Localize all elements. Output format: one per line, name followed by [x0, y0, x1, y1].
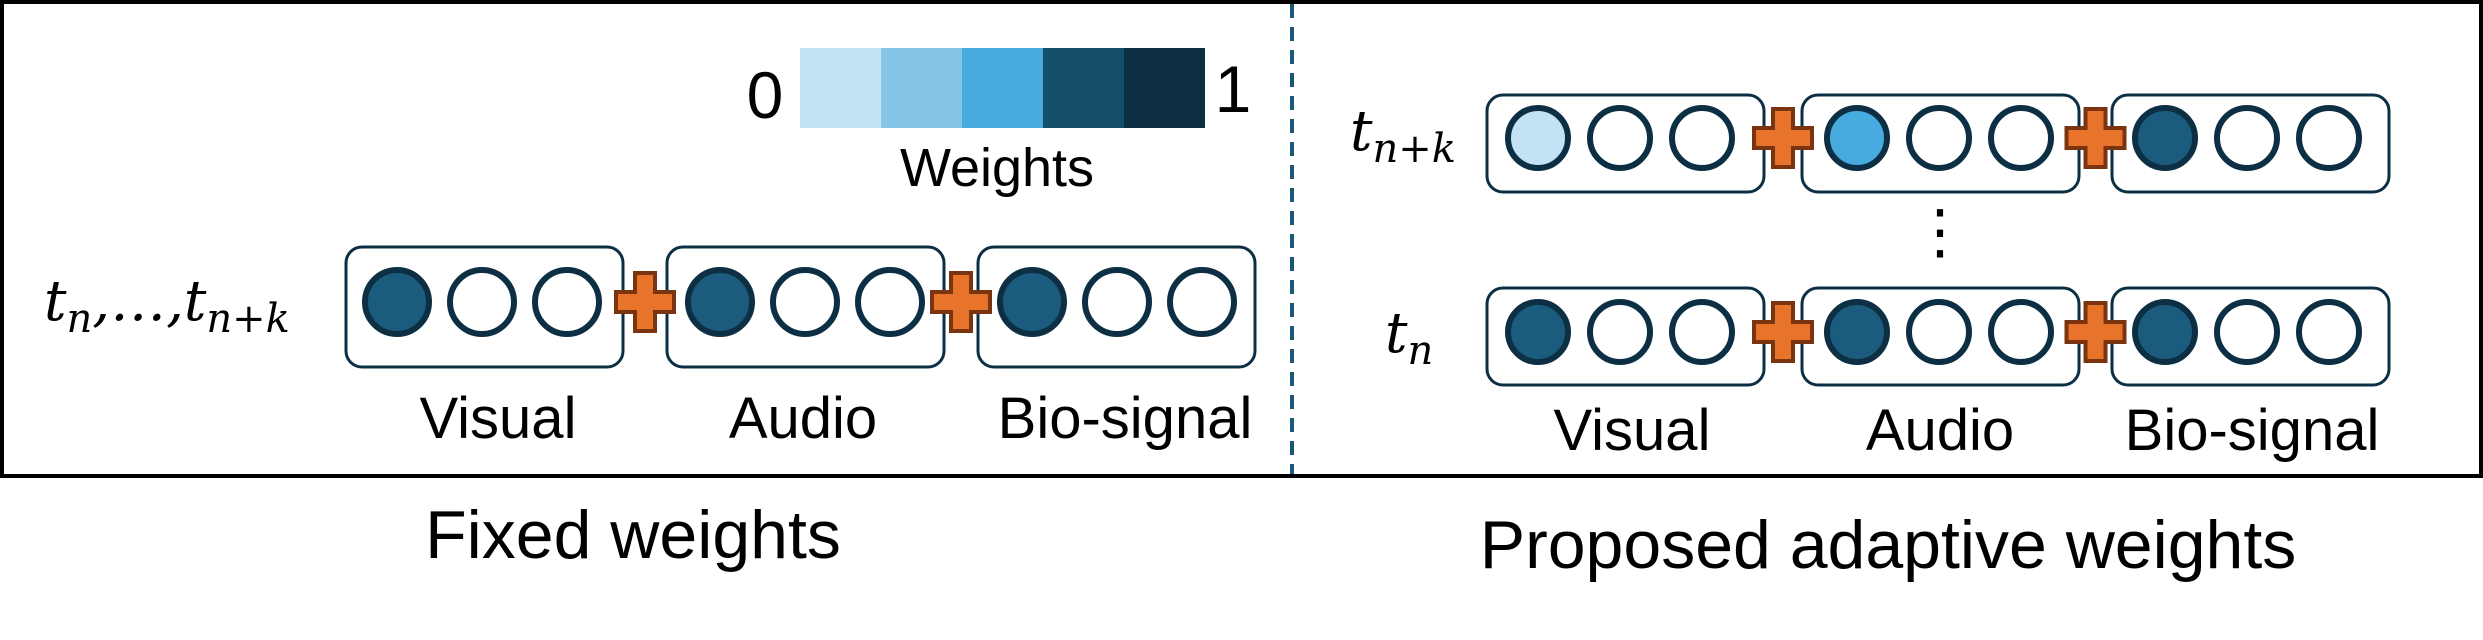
right-panel: tn+k tn ⋮ Visual Audio Bio-signal: [1350, 93, 2391, 463]
right-bottom-box-1-circle-1: [1906, 299, 1972, 365]
legend-colorbar: [800, 48, 1205, 128]
right-bottom-box-0-circle-2: [1669, 299, 1735, 365]
legend-swatch-4: [1124, 48, 1205, 128]
legend-title: Weights: [900, 138, 1094, 198]
legend-min-label: 0: [747, 58, 784, 132]
right-top-box-2-circle-2: [2296, 105, 2362, 171]
right-bottom-time-sub: n: [1408, 328, 1434, 374]
right-bottom-box-1-circle-2: [1988, 299, 2054, 365]
right-top-box-2-circle-1: [2214, 105, 2280, 171]
right-top-box-0-circle-0: [1505, 105, 1571, 171]
left-time-sub2: n+k: [206, 296, 290, 342]
left-box-0-circle-2: [532, 267, 602, 337]
right-modality-biosignal: Bio-signal: [2125, 398, 2380, 463]
right-bottom-fusion-row: [1485, 286, 2391, 387]
right-top-box-1-circle-2: [1988, 105, 2054, 171]
weights-legend: 0 1 Weights: [747, 48, 1252, 198]
right-top-time-main: t: [1350, 99, 1373, 164]
legend-swatch-3: [1043, 48, 1124, 128]
right-bottom-box-2-circle-2: [2296, 299, 2362, 365]
right-top-plus-0: [1752, 107, 1814, 169]
left-time-label: tn,…,tn+k: [44, 269, 290, 342]
right-bottom-box-2-circle-0: [2132, 299, 2198, 365]
right-bottom-plus-0: [1752, 301, 1814, 363]
left-box-1-circle-0: [685, 267, 755, 337]
vertical-ellipsis: ⋮: [1910, 198, 1970, 265]
left-box-1-circle-2: [855, 267, 925, 337]
right-top-box-0-circle-1: [1587, 105, 1653, 171]
right-bottom-time-label: tn: [1385, 301, 1433, 374]
left-box-2-circle-1: [1082, 267, 1152, 337]
right-top-time-sub: n+k: [1373, 126, 1457, 172]
left-time-main: t: [44, 269, 67, 334]
right-bottom-box-2-circle-1: [2214, 299, 2280, 365]
right-caption: Proposed adaptive weights: [1480, 507, 2297, 583]
left-caption: Fixed weights: [425, 497, 841, 573]
legend-swatch-2: [962, 48, 1043, 128]
left-panel: tn,…,tn+k Visual Audio Bio-signal: [44, 245, 1257, 451]
legend-max-label: 1: [1215, 52, 1252, 126]
right-bottom-time-main: t: [1385, 301, 1408, 366]
legend-swatch-1: [881, 48, 962, 128]
right-bottom-box-0-circle-1: [1587, 299, 1653, 365]
right-modality-visual: Visual: [1554, 398, 1711, 463]
right-top-time-label: tn+k: [1350, 99, 1456, 172]
right-top-fusion-row: [1485, 93, 2391, 194]
right-bottom-box-0-circle-0: [1505, 299, 1571, 365]
outer-frame: [0, 0, 2483, 478]
left-plus-1: [930, 271, 992, 333]
left-time-sep: ,…,: [92, 269, 184, 334]
left-time-sub1: n: [67, 296, 93, 342]
left-modality-biosignal: Bio-signal: [998, 386, 1253, 451]
left-box-0-circle-0: [362, 267, 432, 337]
right-top-box-1-circle-0: [1824, 105, 1890, 171]
left-box-2-circle-2: [1167, 267, 1237, 337]
left-fusion-row: [344, 245, 1257, 369]
left-box-2-circle-0: [997, 267, 1067, 337]
right-top-box-0-circle-2: [1669, 105, 1735, 171]
right-top-box-1-circle-1: [1906, 105, 1972, 171]
left-plus-0: [614, 271, 676, 333]
right-bottom-box-1-circle-0: [1824, 299, 1890, 365]
left-modality-visual: Visual: [420, 386, 577, 451]
left-box-0-circle-1: [447, 267, 517, 337]
left-modality-audio: Audio: [729, 386, 877, 451]
left-box-1-circle-1: [770, 267, 840, 337]
legend-swatch-0: [800, 48, 881, 128]
right-modality-audio: Audio: [1866, 398, 2014, 463]
right-top-plus-1: [2064, 107, 2127, 169]
right-bottom-plus-1: [2064, 301, 2127, 363]
right-top-box-2-circle-0: [2132, 105, 2198, 171]
left-time-main2: t: [184, 269, 207, 334]
